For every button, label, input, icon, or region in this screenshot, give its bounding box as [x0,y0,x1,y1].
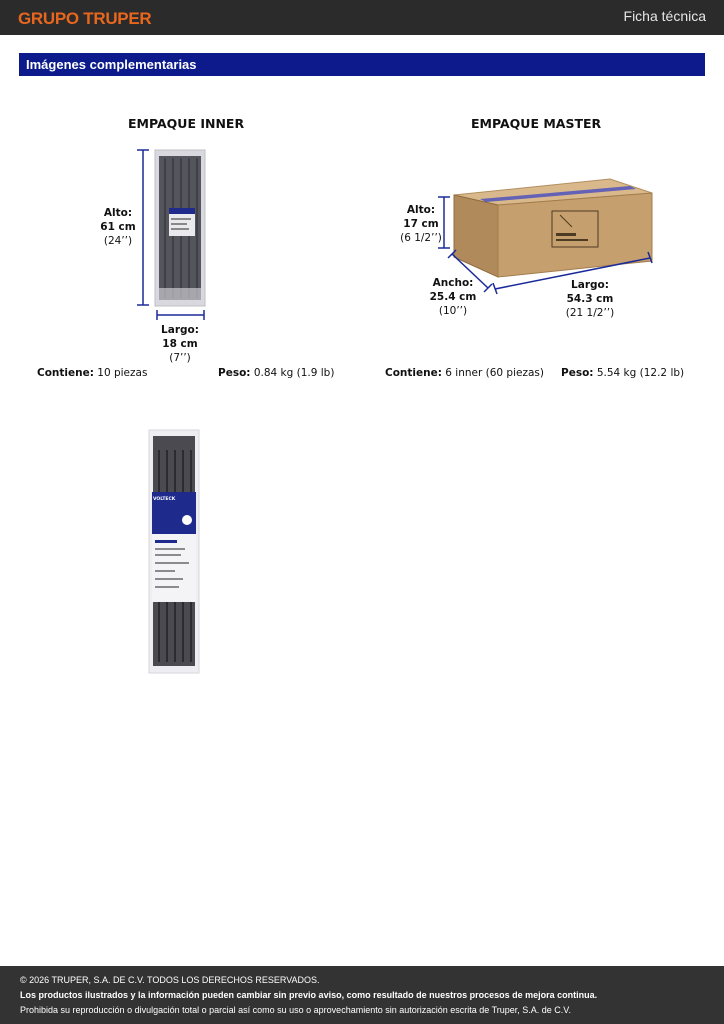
master-length-dimension-line [492,251,653,295]
master-depth-dimension-line [447,249,493,293]
header-title: Ficha técnica [623,8,706,24]
footer-copyright: © 2026 TRUPER, S.A. DE C.V. TODOS LOS DE… [20,975,320,985]
product-package-image [148,429,200,674]
inner-width-label: Largo: 18 cm (7’’) [161,324,199,364]
footer-disclaimer: Los productos ilustrados y la informació… [20,990,598,1000]
inner-package-title: EMPAQUE INNER [128,116,245,131]
master-box-image [453,178,653,278]
master-depth-label: Ancho: 25.4 cm (10’’) [429,277,477,317]
inner-package-image [154,149,206,307]
inner-contents: Contiene: 10 piezas [37,367,148,379]
inner-height-dimension-line [137,149,149,306]
inner-weight: Peso: 0.84 kg (1.9 lb) [218,367,335,379]
header-bar: GRUPO TRUPER Ficha técnica [0,0,724,35]
master-height-dimension-line [438,196,450,249]
master-weight: Peso: 5.54 kg (12.2 lb) [561,367,685,379]
section-title: Imágenes complementarias [26,57,197,72]
truper-logo: GRUPO TRUPER [18,9,152,28]
inner-width-dimension-line [156,310,205,320]
product-brand-text: VOLTECK [153,497,176,502]
master-package-title: EMPAQUE MASTER [471,116,602,131]
master-contents: Contiene: 6 inner (60 piezas) [385,367,544,379]
master-height-label: Alto: 17 cm (6 1/2’’) [400,204,442,244]
master-length-label: Largo: 54.3 cm (21 1/2’’) [565,279,615,319]
footer: © 2026 TRUPER, S.A. DE C.V. TODOS LOS DE… [0,966,724,1024]
section-title-bar: Imágenes complementarias [19,53,705,76]
inner-height-label: Alto: 61 cm (24’’) [100,207,136,247]
footer-legal: Prohibida su reproducción o divulgación … [20,1005,571,1015]
